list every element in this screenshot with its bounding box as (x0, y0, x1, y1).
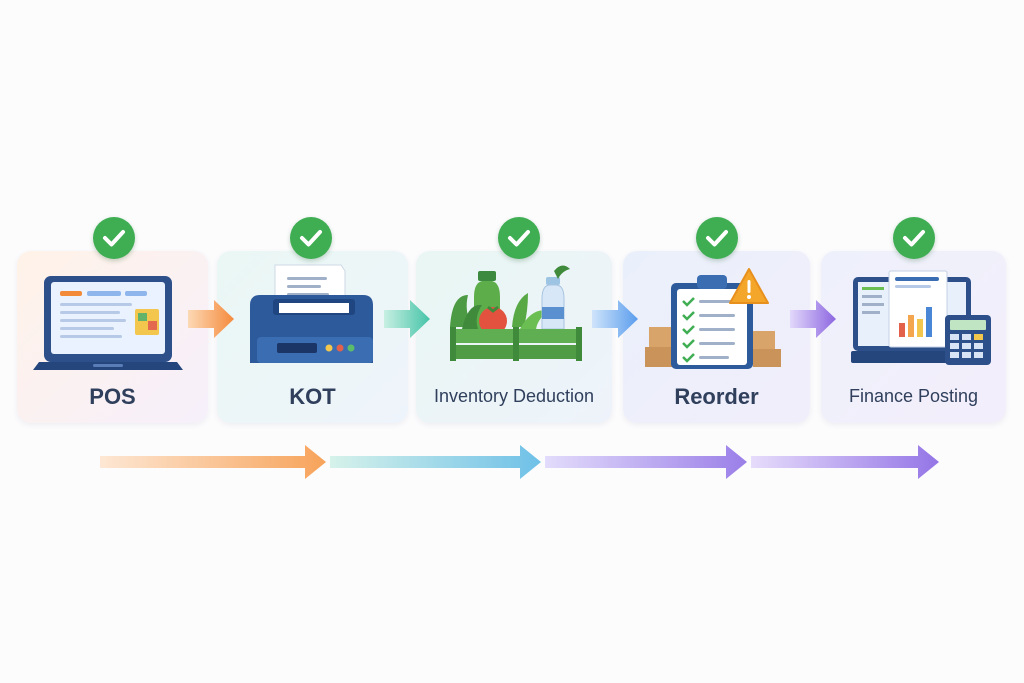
arrow-right-icon (384, 300, 430, 338)
step-card-inventory: Inventory Deduction (416, 251, 612, 423)
step-label-kot: KOT (289, 384, 336, 409)
arrow-right-icon (592, 300, 638, 338)
receipt-printer-icon (250, 264, 373, 363)
produce-crate-icon (450, 265, 582, 361)
step-label-inventory: Inventory Deduction (433, 386, 595, 406)
check-icon (290, 217, 332, 259)
finance-dashboard-icon (851, 270, 991, 365)
step-card-finance: Finance Posting (821, 251, 1006, 423)
check-icon (696, 217, 738, 259)
step-label-pos: POS (89, 384, 136, 409)
step-card-reorder: Reorder (623, 251, 810, 423)
step-label-reorder: Reorder (674, 384, 759, 409)
flow-arrow (100, 445, 939, 479)
step-label-finance: Finance Posting (848, 386, 979, 406)
arrow-right-icon (790, 300, 836, 338)
clipboard-alert-icon (645, 268, 781, 369)
step-card-pos: POS (17, 251, 208, 423)
step-card-kot: KOT (217, 251, 408, 423)
arrow-right-icon (188, 300, 234, 338)
laptop-pos-icon (33, 276, 183, 370)
check-icon (93, 217, 135, 259)
check-icon (498, 217, 540, 259)
check-icon (893, 217, 935, 259)
